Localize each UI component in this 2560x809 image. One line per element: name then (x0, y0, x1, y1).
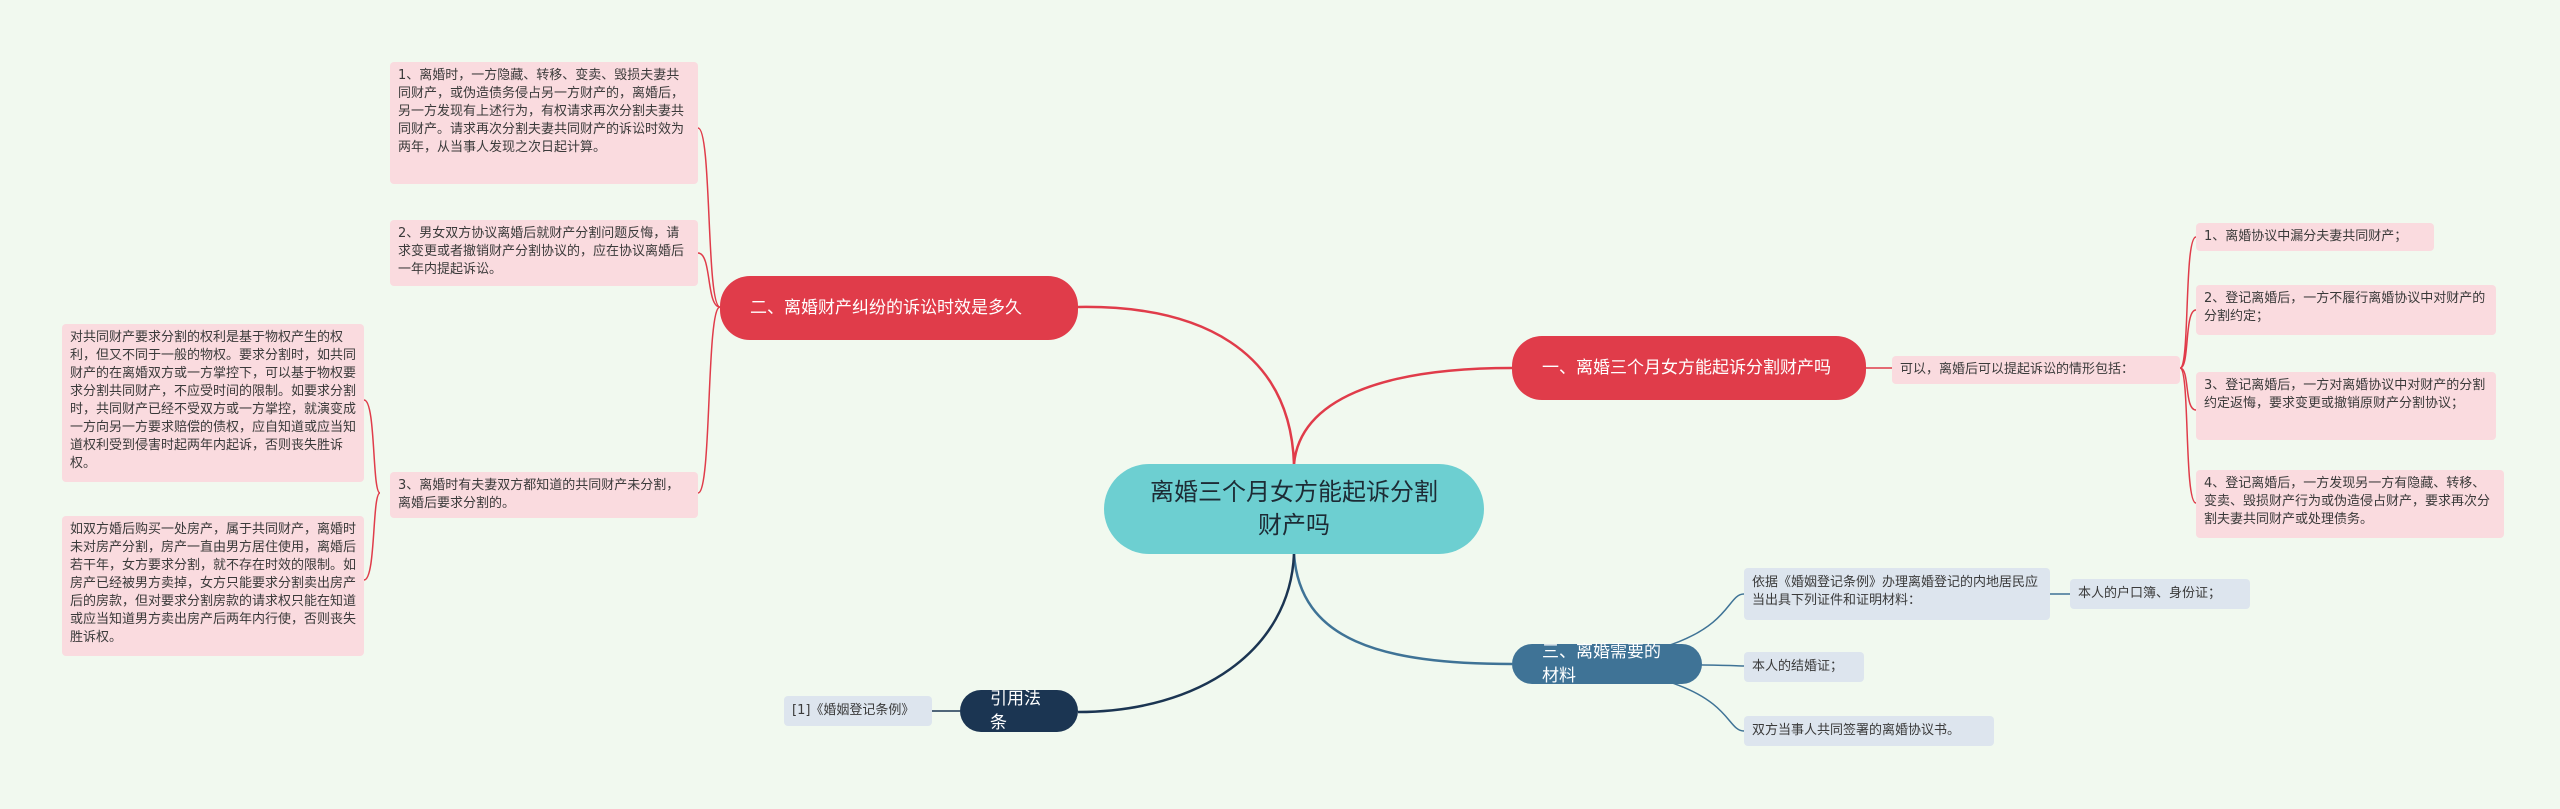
branch-statute-node[interactable]: 二、离婚财产纠纷的诉讼时效是多久 (720, 276, 1078, 340)
b3-item-1-text: 依据《婚姻登记条例》办理离婚登记的内地居民应当出具下列证件和证明材料： (1752, 575, 2039, 608)
b1-intro-text: 可以，离婚后可以提起诉讼的情形包括： (1900, 362, 2135, 377)
b3-item-3-text: 双方当事人共同签署的离婚协议书。 (1752, 723, 1961, 738)
b2-item-3-text: 3、离婚时有夫妻双方都知道的共同财产未分割，离婚后要求分割的。 (398, 478, 680, 511)
b2-item-1-text: 1、离婚时，一方隐藏、转移、变卖、毁损夫妻共同财产，或伪造债务侵占另一方财产的，… (398, 68, 685, 155)
connector-center-b3 (1292, 553, 1513, 666)
branch-materials-node[interactable]: 三、离婚需要的材料 (1512, 642, 1702, 686)
b1-item-4[interactable]: 4、登记离婚后，一方发现另一方有隐藏、转移、变卖、毁损财产行为或伪造侵占财产，要… (2196, 470, 2504, 538)
connector-center-b1 (1292, 366, 1513, 465)
b3-item-1[interactable]: 依据《婚姻登记条例》办理离婚登记的内地居民应当出具下列证件和证明材料： (1744, 568, 2050, 620)
b3-item-2[interactable]: 本人的结婚证； (1744, 652, 1864, 682)
connector-b2-bracket (697, 127, 721, 494)
b4-item-1-text: [1]《婚姻登记条例》 (792, 703, 915, 718)
branch-statute-label: 二、离婚财产纠纷的诉讼时效是多久 (750, 298, 1022, 318)
b1-item-1-text: 1、离婚协议中漏分夫妻共同财产； (2204, 229, 2408, 244)
b1-item-2[interactable]: 2、登记离婚后，一方不履行离婚协议中对财产的分割约定； (2196, 285, 2496, 335)
b1-intro-node[interactable]: 可以，离婚后可以提起诉讼的情形包括： (1892, 356, 2180, 384)
b2-item-3[interactable]: 3、离婚时有夫妻双方都知道的共同财产未分割，离婚后要求分割的。 (390, 472, 698, 518)
b1-item-4-text: 4、登记离婚后，一方发现另一方有隐藏、转移、变卖、毁损财产行为或伪造侵占财产，要… (2204, 476, 2491, 527)
b2-sub-item-2[interactable]: 如双方婚后购买一处房产，属于共同财产，离婚时未对房产分割，房产一直由男方居住使用… (62, 516, 364, 656)
b2-sub-item-1[interactable]: 对共同财产要求分割的权利是基于物权产生的权利，但又不同于一般的物权。要求分割时，… (62, 324, 364, 482)
central-topic-label: 离婚三个月女方能起诉分割财产吗 (1150, 478, 1438, 539)
branch-can-sue-node[interactable]: 一、离婚三个月女方能起诉分割财产吗 (1512, 336, 1866, 400)
connector-b1-bracket (2179, 236, 2197, 504)
b3-item-2-text: 本人的结婚证； (1752, 659, 1844, 674)
connector-center-b4 (1077, 553, 1296, 714)
b3-sub-item[interactable]: 本人的户口簿、身份证； (2070, 579, 2250, 609)
b1-item-3[interactable]: 3、登记离婚后，一方对离婚协议中对财产的分割约定返悔，要求变更或撤销原财产分割协… (2196, 372, 2496, 440)
b1-item-1[interactable]: 1、离婚协议中漏分夫妻共同财产； (2196, 223, 2434, 251)
b3-item-3[interactable]: 双方当事人共同签署的离婚协议书。 (1744, 716, 1994, 746)
connector-b2-sub-bracket (363, 399, 381, 581)
branch-citation-label: 引用法条 (990, 689, 1041, 733)
branch-materials-label: 三、离婚需要的材料 (1542, 642, 1661, 686)
central-topic[interactable]: 离婚三个月女方能起诉分割财产吗 (1104, 464, 1484, 554)
branch-can-sue-label: 一、离婚三个月女方能起诉分割财产吗 (1542, 358, 1831, 378)
b2-item-2[interactable]: 2、男女双方协议离婚后就财产分割问题反悔，请求变更或者撤销财产分割协议的，应在协… (390, 220, 698, 286)
branch-citation-node[interactable]: 引用法条 (960, 689, 1078, 733)
b1-item-3-text: 3、登记离婚后，一方对离婚协议中对财产的分割约定返悔，要求变更或撤销原财产分割协… (2204, 378, 2486, 411)
b2-sub-item-2-text: 如双方婚后购买一处房产，属于共同财产，离婚时未对房产分割，房产一直由男方居住使用… (70, 522, 357, 645)
b4-item-1[interactable]: [1]《婚姻登记条例》 (784, 696, 932, 726)
b2-item-1[interactable]: 1、离婚时，一方隐藏、转移、变卖、毁损夫妻共同财产，或伪造债务侵占另一方财产的，… (390, 62, 698, 184)
connector-center-b2 (1077, 305, 1296, 465)
b2-sub-item-1-text: 对共同财产要求分割的权利是基于物权产生的权利，但又不同于一般的物权。要求分割时，… (70, 330, 357, 471)
b2-item-2-text: 2、男女双方协议离婚后就财产分割问题反悔，请求变更或者撤销财产分割协议的，应在协… (398, 226, 685, 277)
b1-item-2-text: 2、登记离婚后，一方不履行离婚协议中对财产的分割约定； (2204, 291, 2486, 324)
b3-sub-item-text: 本人的户口簿、身份证； (2078, 586, 2222, 601)
